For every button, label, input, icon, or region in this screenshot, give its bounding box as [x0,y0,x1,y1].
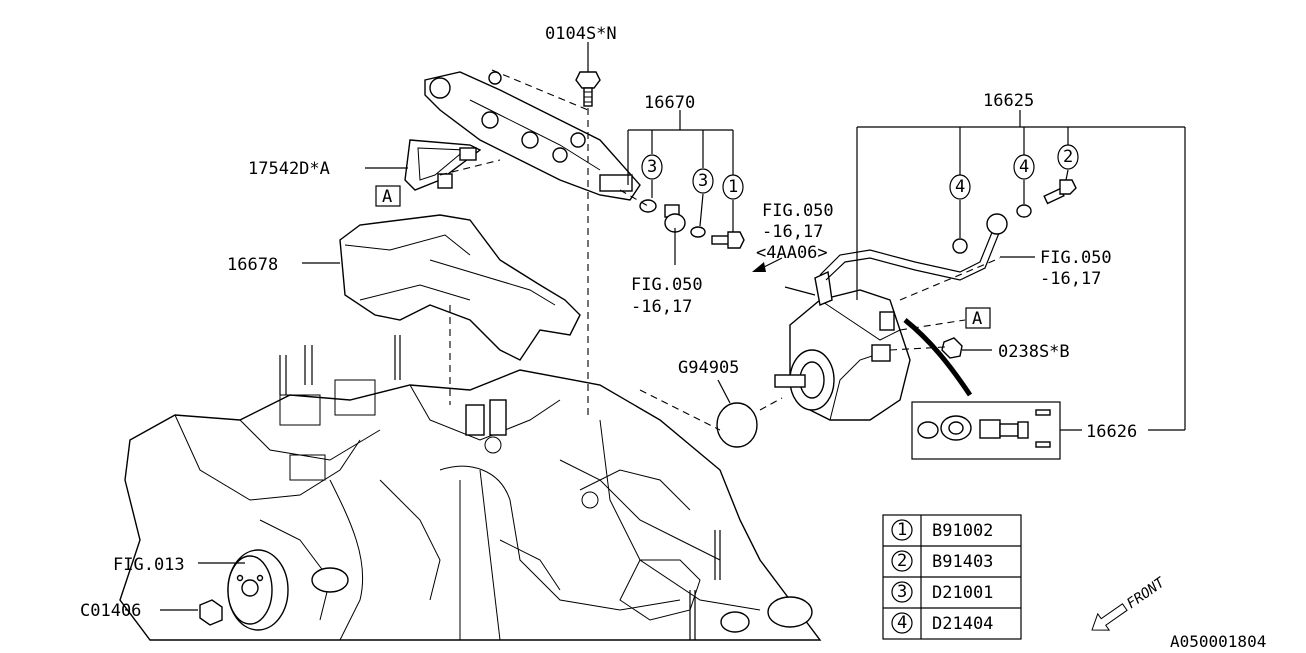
legend-number: 3 [897,582,907,602]
legend-number: 2 [897,551,907,571]
legend-row: 4 D21404 [891,612,993,634]
nut-0238-illustration [903,318,973,397]
legend-number: 1 [897,520,907,540]
callout-FIG013: FIG.013 [113,555,185,575]
marker-3b: 3 [692,168,714,194]
callout-16626: 16626 [1086,422,1137,442]
callout-fig050-a-line2: -16,17 [631,297,692,317]
o-ring-illustration [716,402,758,448]
callout-17542D-A: 17542D*A [248,159,330,179]
legend-number-circle [891,612,913,634]
callout-fig050-c-line1: FIG.050 [1040,248,1112,268]
marker-4b: 4 [1013,154,1035,180]
svg-text:4: 4 [955,177,965,197]
legend-part-code: D21001 [932,583,993,603]
engine-block-illustration [119,335,822,641]
marker-3a: 3 [641,154,663,180]
leader-lines [160,42,1186,611]
pump-cover-illustration [339,214,581,361]
callout-16670: 16670 [644,93,695,113]
svg-text:A: A [382,187,392,207]
callout-G94905: G94905 [678,358,739,378]
svg-text:4: 4 [1019,157,1029,177]
sensor-kit-box [911,401,1082,460]
legend-number: 4 [897,613,907,633]
pump-pipe-illustration [819,179,1077,281]
legend-table: 1 B91002 2 B91403 3 D21001 4 D21404 [882,514,1022,640]
callout-fig050-c-line2: -16,17 [1040,269,1101,289]
marker-1: 1 [722,174,744,200]
pulley-illustration [199,549,289,631]
legend-row: 1 B91002 [891,519,993,541]
callout-0104S-N: 0104S*N [545,24,617,44]
injector-fitting-parts [639,199,745,249]
fuel-rail-illustration [424,71,641,201]
fuel-pipe-illustration [404,139,482,191]
svg-text:1: 1 [728,177,738,197]
dashed-alignment-lines [439,69,1001,431]
callout-16625: 16625 [983,91,1034,111]
bolt-0104-illustration [575,71,601,107]
legend-part-code: B91002 [932,521,993,541]
svg-text:2: 2 [1063,147,1073,167]
callout-C01406: C01406 [80,601,141,621]
callout-16678: 16678 [227,255,278,275]
svg-text:FRONT: FRONT [1124,574,1169,612]
legend-number-circle [891,519,913,541]
reference-box-a-left: A [375,185,401,207]
legend-row: 3 D21001 [891,581,993,603]
callout-fig050-b-line2: -16,17 [762,222,823,242]
svg-text:3: 3 [647,157,657,177]
callout-fig050-a-line1: FIG.050 [631,275,703,295]
marker-4a: 4 [949,174,971,200]
legend-number-circle [891,581,913,603]
reference-box-a-right: A [965,307,991,329]
svg-text:A: A [972,309,982,329]
front-direction-indicator: FRONT [1091,574,1169,631]
legend-part-code: D21404 [932,614,993,634]
diagram-id: A050001804 [1170,632,1266,651]
legend-row: 2 B91403 [891,550,993,572]
fuel-pump-illustration [774,270,911,421]
callout-fig050-b-line1: FIG.050 [762,201,834,221]
legend-number-circle [891,550,913,572]
callout-0238S-B: 0238S*B [998,342,1070,362]
marker-2: 2 [1057,144,1079,170]
svg-text:3: 3 [698,171,708,191]
legend-part-code: B91403 [932,552,993,572]
callout-fig050-b-line3: <4AA06> [756,243,828,263]
